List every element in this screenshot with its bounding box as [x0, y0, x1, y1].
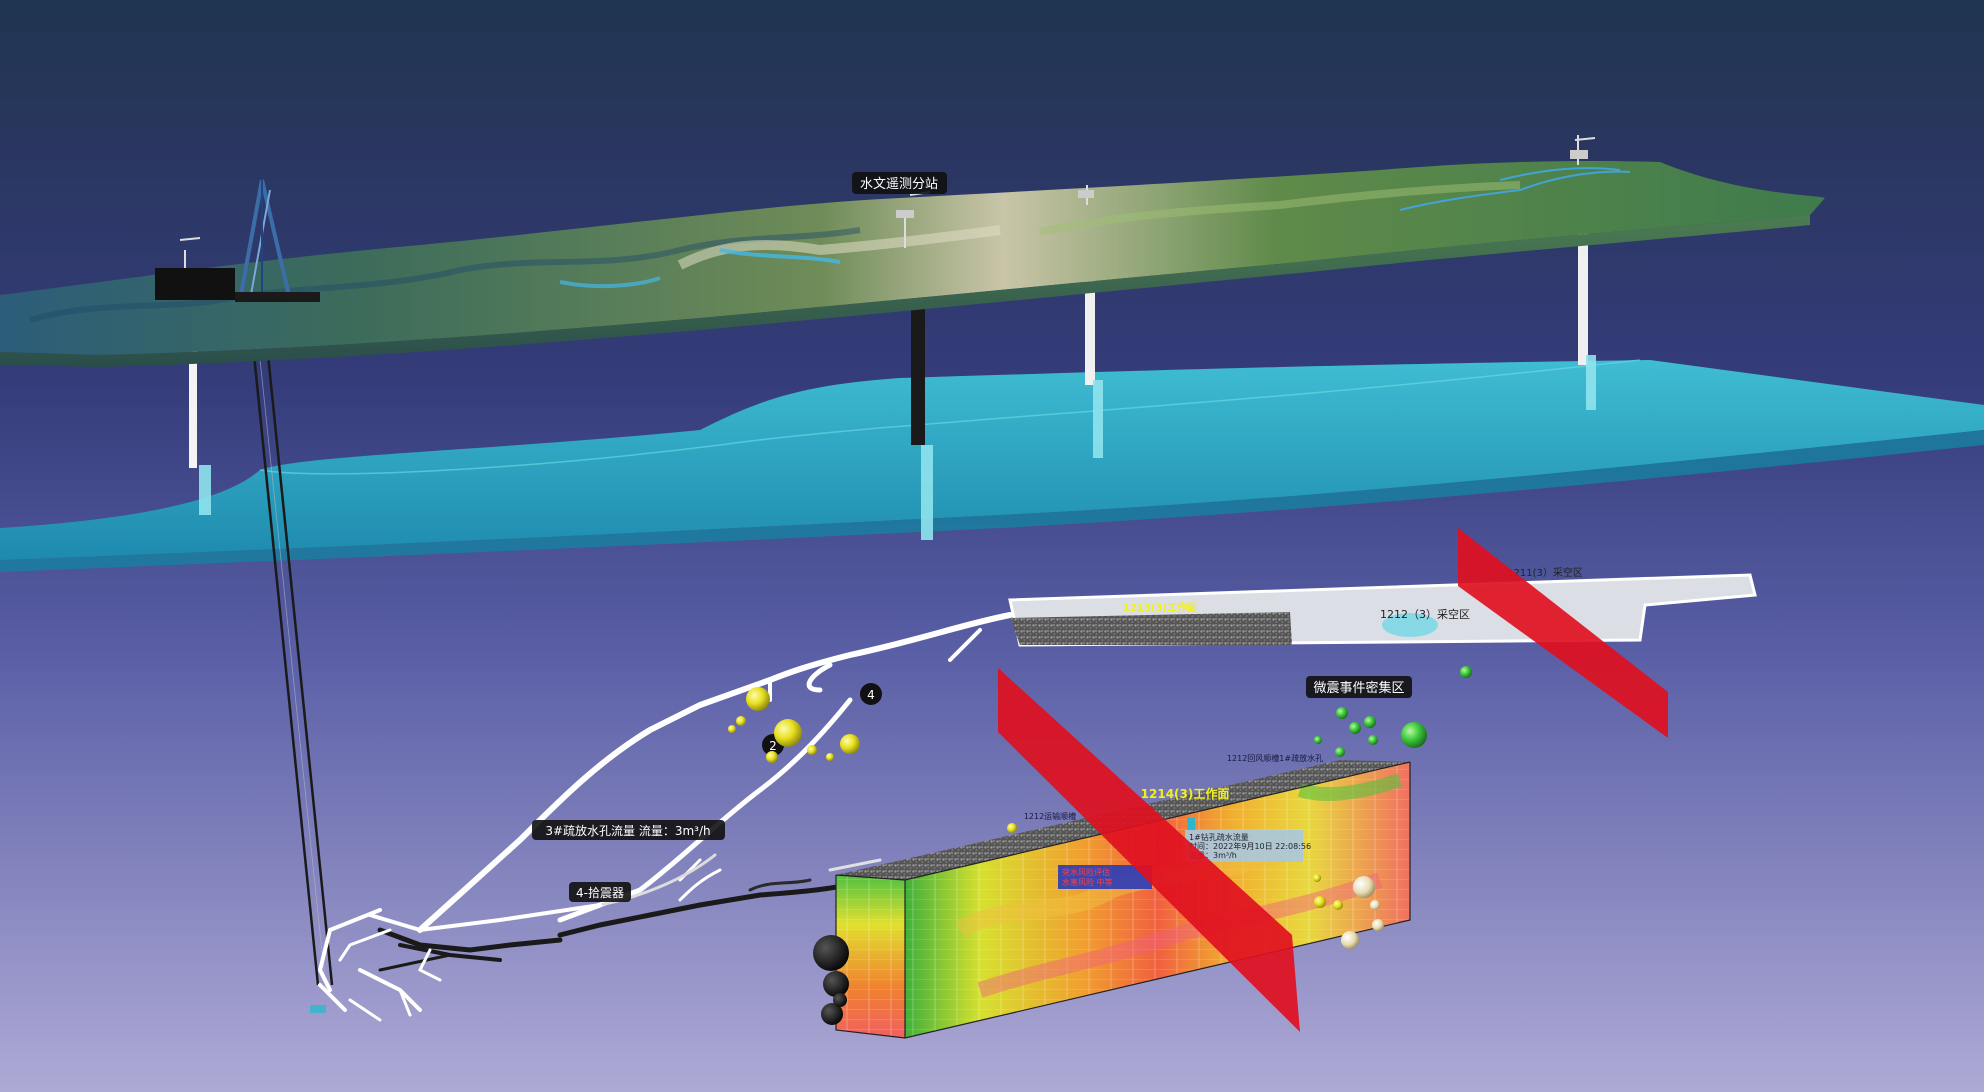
event-point — [766, 751, 778, 763]
aquifer-layer — [0, 359, 1984, 572]
svg-text:流量：3m³/h: 流量：3m³/h — [1189, 850, 1237, 860]
event-point — [774, 719, 802, 747]
hydro-station-label[interactable]: 水文遥测分站 — [852, 172, 947, 194]
left-note: 1212运输顺槽 — [1024, 811, 1076, 821]
monitoring-mast-3[interactable] — [1078, 185, 1094, 205]
shaft-bottom-marker — [310, 1005, 326, 1013]
top-note: 1212回风顺槽1#疏放水孔 — [1227, 753, 1323, 763]
face-1213-label: 1213(3)工作面 — [1123, 601, 1197, 614]
geophone-4-label[interactable]: 4-拾震器 — [569, 882, 631, 902]
event-point — [1353, 876, 1375, 898]
event-point — [813, 935, 849, 971]
event-point — [840, 734, 860, 754]
event-point — [1364, 716, 1376, 728]
event-point — [1372, 919, 1384, 931]
event-point — [826, 753, 834, 761]
event-point — [1349, 722, 1361, 734]
fault-plane-2 — [1458, 528, 1668, 738]
event-point — [736, 716, 746, 726]
event-point — [807, 745, 817, 755]
svg-text:4: 4 — [867, 688, 875, 702]
event-point — [1333, 900, 1343, 910]
event-point — [1370, 900, 1380, 910]
event-point — [821, 1003, 843, 1025]
borehole-2[interactable] — [911, 285, 933, 540]
borehole-3[interactable] — [1085, 270, 1103, 458]
event-point — [1314, 896, 1326, 908]
event-point — [1341, 931, 1359, 949]
tunnel-network — [317, 612, 1013, 1022]
event-point — [1007, 823, 1017, 833]
microseismic-events-black — [813, 935, 849, 1025]
goaf-1211-label: 1211(3）采空区 — [1507, 566, 1583, 579]
svg-text:1#钻孔疏水流量: 1#钻孔疏水流量 — [1189, 832, 1249, 842]
borehole-4[interactable] — [1578, 225, 1596, 410]
svg-text:2: 2 — [769, 739, 777, 753]
flow-popup[interactable]: 1#钻孔疏水流量 时间：2022年9月10日 22:08:56 流量：3m³/h — [1185, 818, 1311, 862]
microseismic-zone-label[interactable]: 微震事件密集区 — [1306, 676, 1412, 698]
face-1214-label: 1214(3)工作面 — [1141, 786, 1230, 801]
event-point — [746, 687, 770, 711]
marker-4[interactable]: 4 — [860, 683, 882, 705]
terrain-surface — [0, 160, 1825, 367]
drain-hole-flow-label[interactable]: 3#疏放水孔流量 流量：3m³/h — [532, 820, 725, 840]
event-point — [823, 971, 849, 997]
main-shaft — [250, 334, 334, 991]
microseismic-events-green — [1314, 666, 1472, 757]
svg-text:突水风险评估: 突水风险评估 — [1062, 867, 1110, 877]
event-point — [1460, 666, 1472, 678]
event-point — [1368, 735, 1378, 745]
event-point — [1336, 707, 1348, 719]
event-point — [728, 725, 736, 733]
goaf-1212-label: 1212（3）采空区 — [1380, 607, 1470, 621]
fault-plane-1 — [998, 668, 1300, 1032]
event-point — [1401, 722, 1427, 748]
headframe-structure[interactable] — [155, 179, 320, 302]
svg-text:3#疏放水孔流量 流量：3m³/h: 3#疏放水孔流量 流量：3m³/h — [545, 823, 710, 838]
event-point — [833, 993, 847, 1007]
svg-text:4-拾震器: 4-拾震器 — [576, 885, 624, 900]
microseismic-events-cream — [1333, 876, 1384, 949]
svg-text:时间：2022年9月10日 22:08:56: 时间：2022年9月10日 22:08:56 — [1189, 841, 1311, 851]
borehole-1[interactable] — [189, 348, 211, 515]
microseismic-events-yellow — [728, 687, 1326, 908]
event-point — [1313, 874, 1321, 882]
monitoring-mast-4[interactable] — [1570, 135, 1596, 165]
svg-text:水害风险 中等: 水害风险 中等 — [1062, 877, 1113, 887]
svg-text:水文遥测分站: 水文遥测分站 — [860, 177, 938, 192]
event-point — [1314, 736, 1322, 744]
svg-text:微震事件密集区: 微震事件密集区 — [1313, 680, 1404, 696]
event-point — [1335, 747, 1345, 757]
